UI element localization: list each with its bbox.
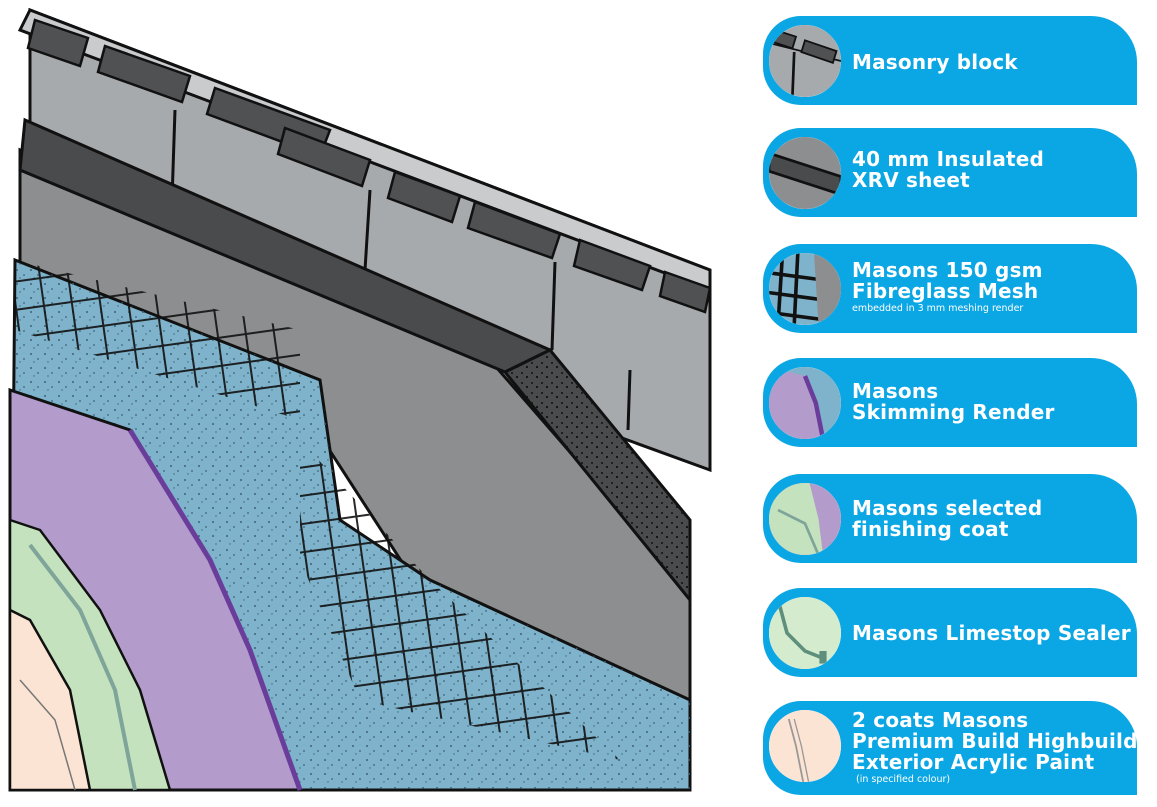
legend-item-label-line: Masonry block — [852, 50, 1018, 74]
legend-item-fibreglass-mesh: Masons 150 gsm Fibreglass Mesh embedded … — [763, 244, 1137, 333]
legend-item-insulated-sheet: 40 mm Insulated XRV sheet — [763, 128, 1137, 217]
legend-item-label-line: Premium Build Highbuild — [852, 729, 1138, 753]
acrylic-paint-icon — [766, 707, 844, 785]
legend-item-label-line: Exterior Acrylic Paint — [852, 750, 1095, 774]
legend-item-label-line: 2 coats Masons — [852, 708, 1029, 732]
skimming-render-icon — [766, 364, 844, 442]
legend-item-label-line: Masons selected — [852, 496, 1043, 520]
legend-item-label-line: 40 mm Insulated — [852, 147, 1045, 171]
legend-item-masonry-block: Masonry block — [763, 16, 1137, 105]
legend-item-label-line: XRV sheet — [852, 168, 970, 192]
fibreglass-mesh-icon — [766, 250, 844, 328]
legend-item-label-line: Masons 150 gsm — [852, 258, 1043, 282]
insulated-sheet-icon — [766, 134, 844, 212]
legend-item-label-line: Masons Limestop Sealer — [852, 621, 1131, 645]
legend-item-label-line: finishing coat — [852, 517, 1009, 541]
limestop-sealer-icon — [766, 594, 844, 672]
legend-item-label-line: Skimming Render — [852, 400, 1055, 424]
legend-item-skimming-render: Masons Skimming Render — [763, 358, 1137, 447]
legend-item-note: embedded in 3 mm meshing render — [852, 303, 1024, 314]
legend-item-note: (in specified colour) — [856, 774, 951, 785]
finishing-coat-icon — [766, 480, 844, 558]
legend-item-acrylic-paint: 2 coats Masons Premium Build Highbuild E… — [763, 701, 1137, 795]
legend-item-finishing-coat: Masons selected finishing coat — [763, 474, 1137, 563]
wall-layers-illustration — [8, 7, 712, 792]
legend-item-limestop-sealer: Masons Limestop Sealer — [763, 588, 1137, 677]
legend-item-label-line: Fibreglass Mesh — [852, 279, 1039, 303]
legend-item-label-line: Masons — [852, 379, 939, 403]
paint-layer — [8, 607, 92, 792]
masonry-block-icon — [766, 22, 844, 100]
